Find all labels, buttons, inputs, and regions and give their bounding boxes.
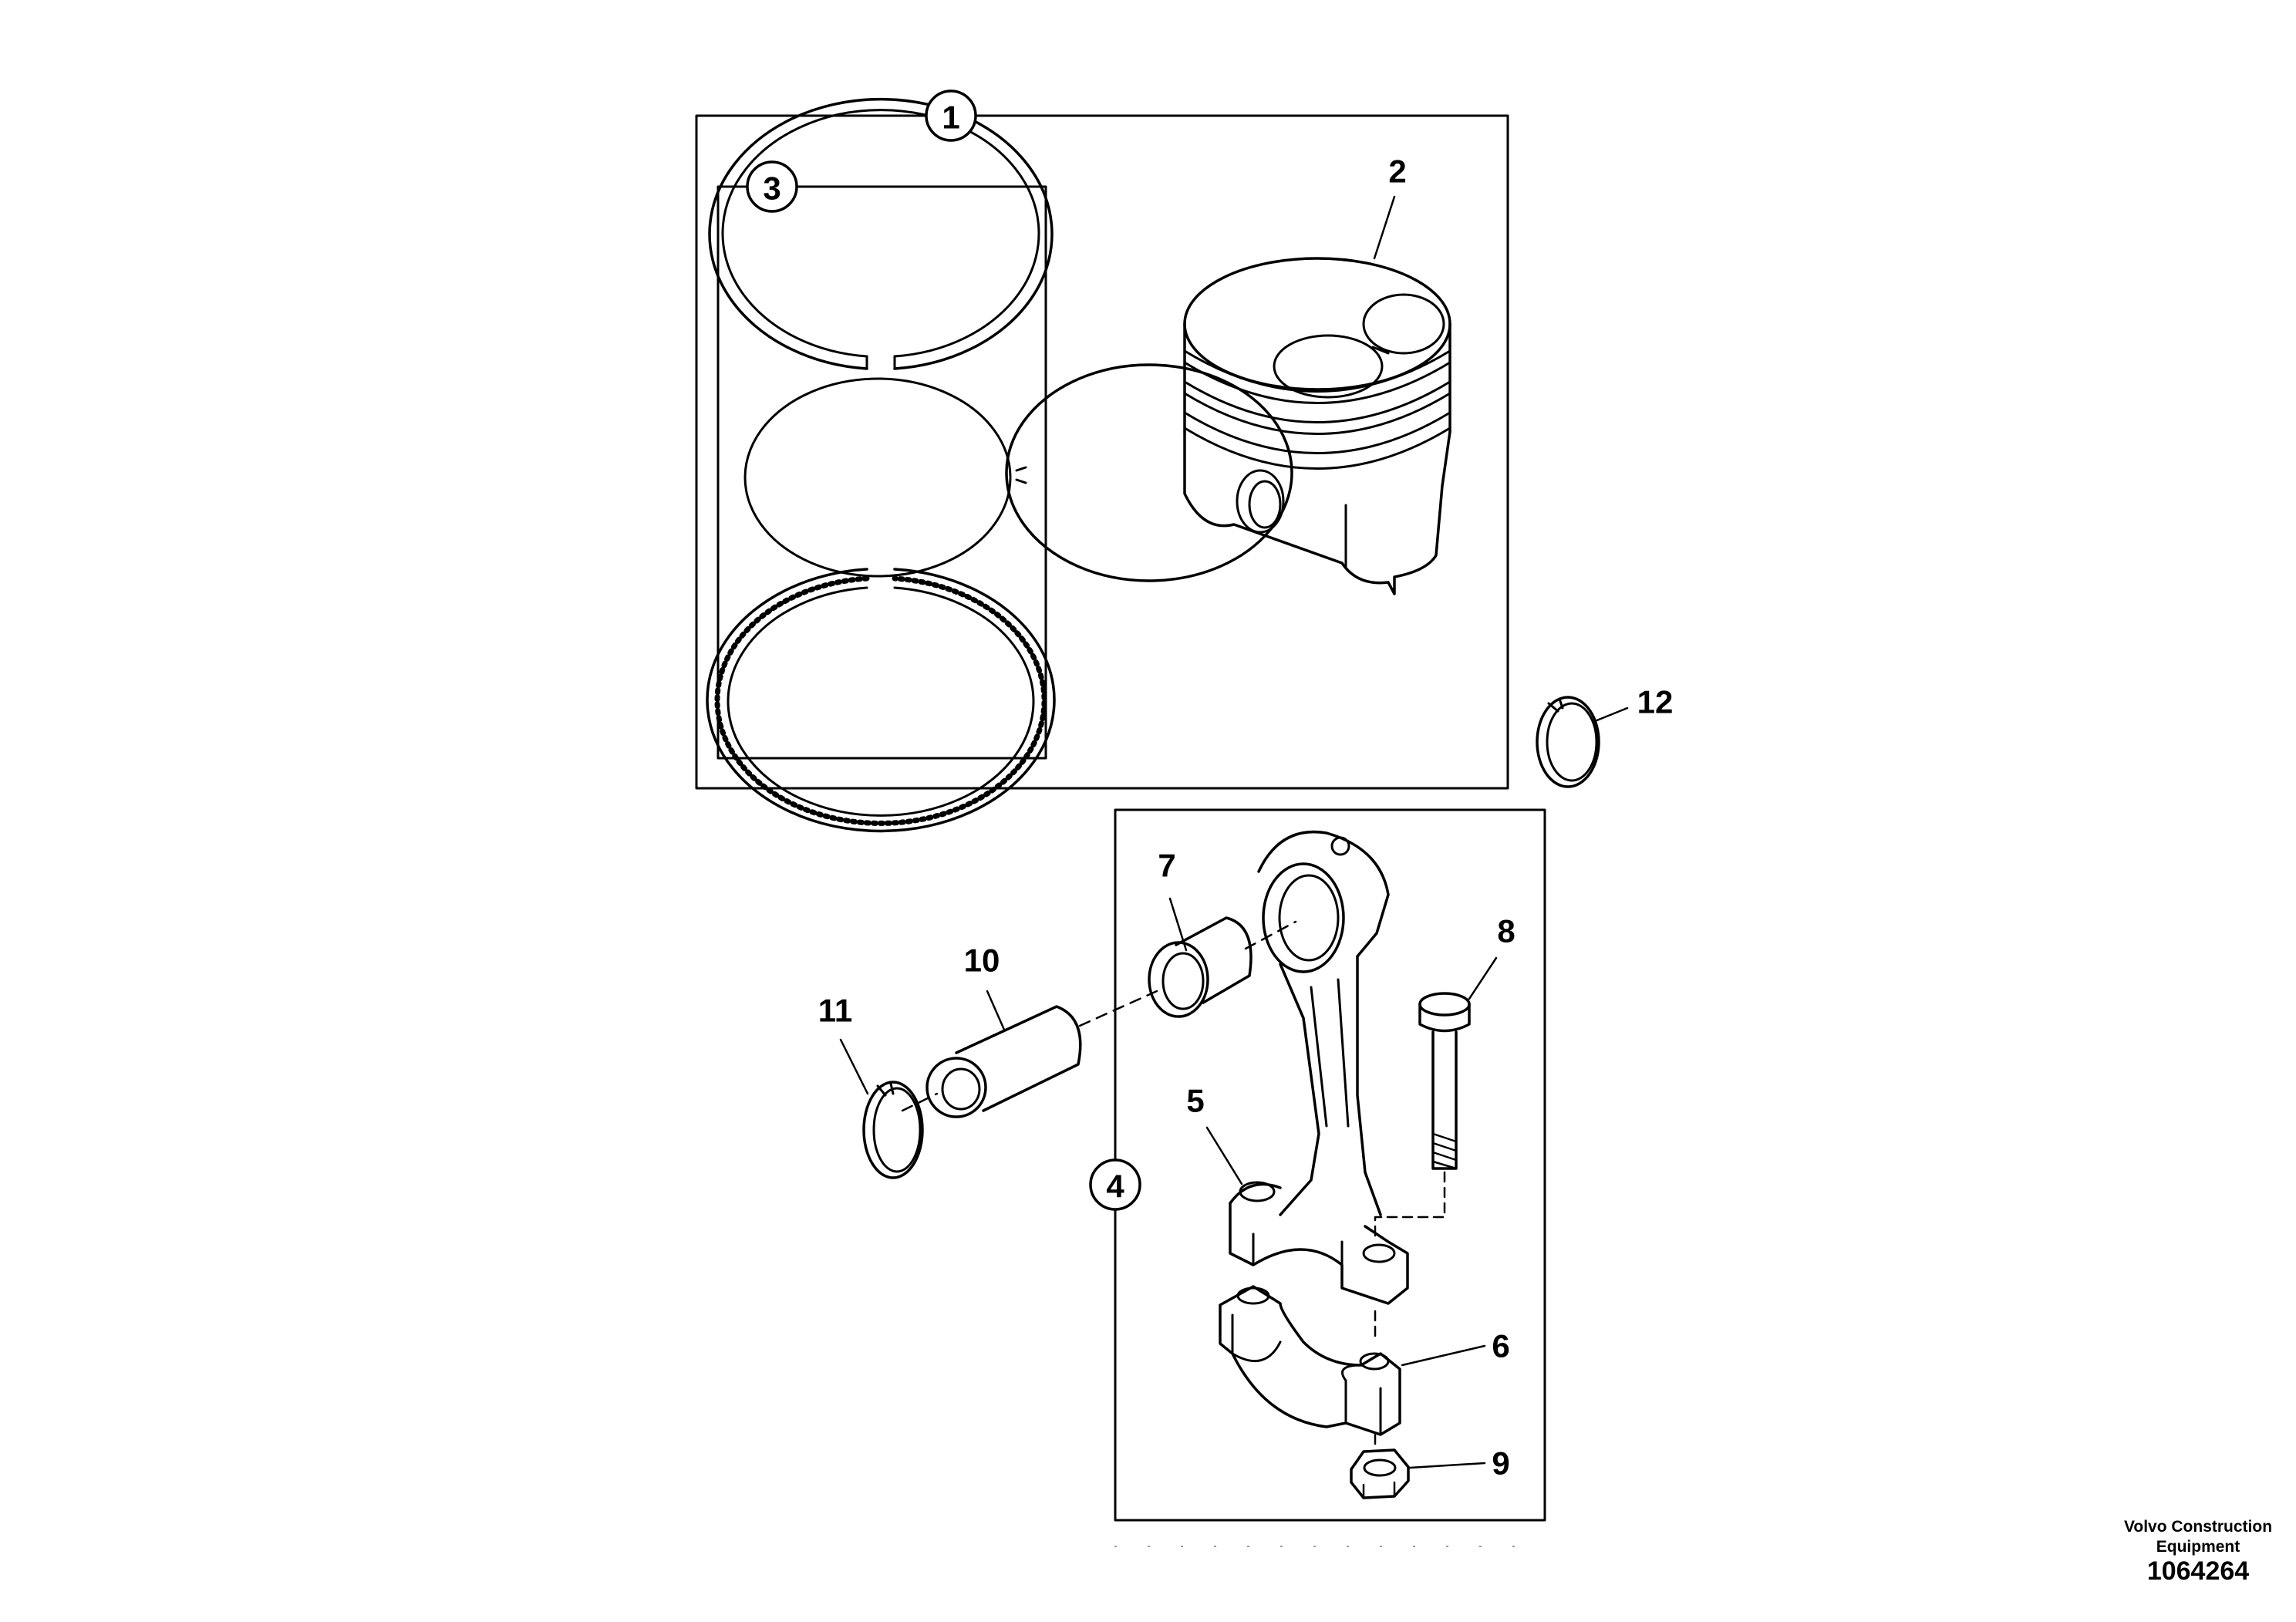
callout-5-label: 5 xyxy=(1186,1083,1204,1119)
callout-12-label: 12 xyxy=(1637,684,1674,720)
piston xyxy=(1183,257,1451,595)
connecting-rod-frame xyxy=(1114,808,1546,1522)
small-end-bushing xyxy=(1148,916,1297,1018)
connecting-rod-bolt xyxy=(1374,992,1471,1243)
callout-6-label: 6 xyxy=(1492,1328,1509,1364)
callout-2-label: 2 xyxy=(1388,153,1406,190)
oil-control-ring xyxy=(706,568,1056,833)
brand-line-1: Volvo Construction xyxy=(2123,1518,2273,1536)
connecting-rod xyxy=(1229,830,1409,1305)
callout-1-label: 1 xyxy=(942,99,959,136)
snap-ring-right xyxy=(1536,696,1600,788)
hex-nut xyxy=(1350,1448,1410,1499)
compression-ring-top xyxy=(708,97,1054,370)
document-number: 1064264 xyxy=(2146,1556,2250,1586)
callout-10-label: 10 xyxy=(964,943,1000,979)
compression-ring-second xyxy=(743,363,1293,582)
callout-11-label: 11 xyxy=(818,993,852,1029)
piston-pin xyxy=(925,990,1158,1118)
connecting-rod-cap xyxy=(1219,1285,1401,1436)
callout-4: 4 xyxy=(1089,1158,1141,1211)
callout-8-label: 8 xyxy=(1497,913,1515,949)
piston-kit-frame xyxy=(695,114,1509,790)
brand-line-2: Equipment xyxy=(2156,1538,2240,1556)
callout-1: 1 xyxy=(925,89,977,142)
piston-ring-set-frame xyxy=(716,185,1047,760)
brand-text: Volvo Construction Equipment xyxy=(2082,1517,2296,1557)
callout-4-label: 4 xyxy=(1106,1168,1124,1205)
callout-7-label: 7 xyxy=(1158,848,1175,884)
callout-3: 3 xyxy=(746,160,798,213)
snap-ring-left xyxy=(862,1081,939,1179)
callout-9-label: 9 xyxy=(1492,1445,1509,1482)
callout-3-label: 3 xyxy=(763,170,781,207)
leader-lines xyxy=(839,195,1629,1469)
